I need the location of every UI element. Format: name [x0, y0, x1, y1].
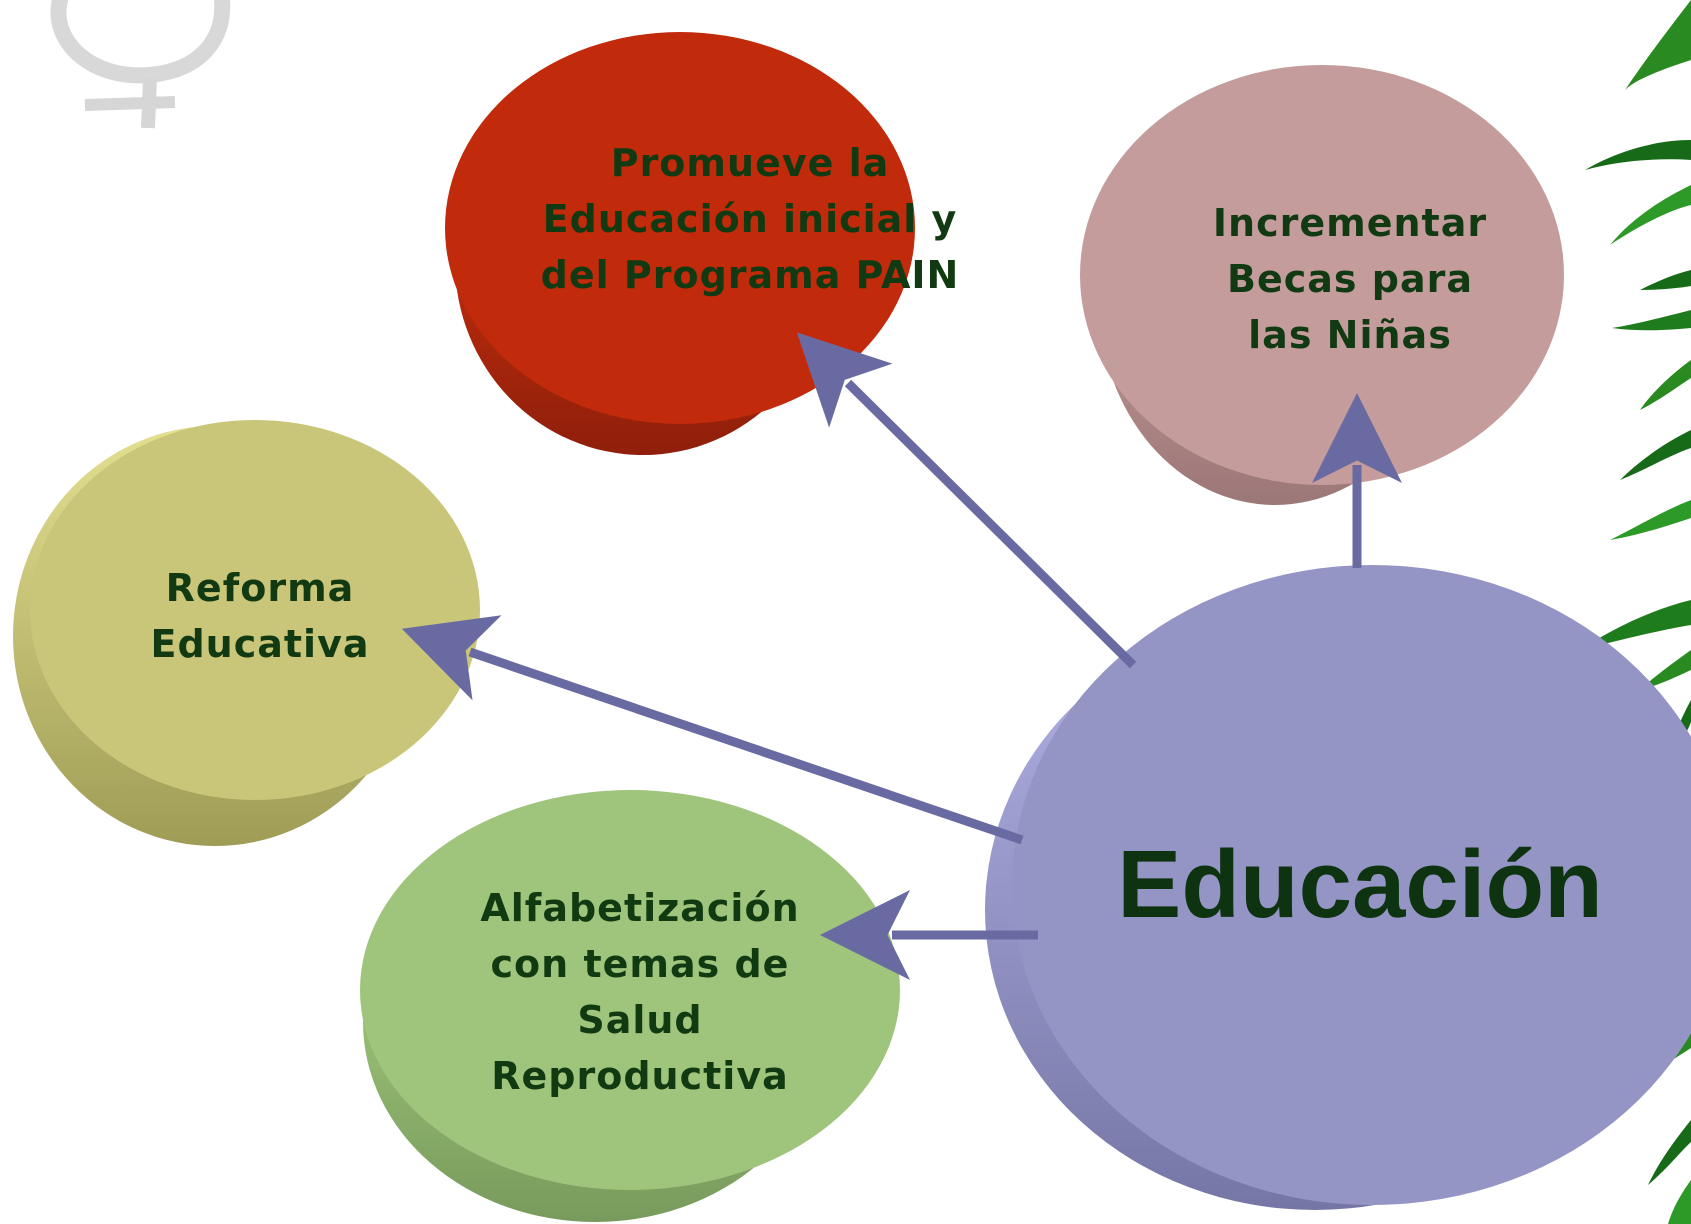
node-becas-shape [1080, 65, 1564, 485]
node-becas [1080, 65, 1564, 505]
node-reforma [13, 420, 480, 846]
node-becas-line: Incrementar [1212, 201, 1488, 245]
node-center-shape [1012, 565, 1691, 1205]
node-pain [445, 32, 915, 455]
node-pain-line: del Programa PAIN [540, 253, 960, 297]
node-alfabetizacion-line: Salud [577, 998, 703, 1042]
node-becas-label: Incrementar Becas para las Niñas [1150, 195, 1550, 363]
node-alfabetizacion [360, 790, 900, 1222]
node-pain-shape [445, 32, 915, 424]
node-pain-label: Promueve la Educación inicial y del Prog… [510, 135, 990, 303]
node-pain-line: Promueve la [610, 141, 890, 185]
center-label: Educación [1080, 825, 1640, 945]
node-alfabetizacion-line: con temas de [490, 942, 790, 986]
node-pain-line: Educación inicial y [542, 197, 958, 241]
node-alfabetizacion-line: Reproductiva [491, 1054, 789, 1098]
connectors [401, 332, 1402, 980]
node-reforma-line: Reforma [165, 566, 355, 610]
node-reforma-label: Reforma Educativa [110, 560, 410, 672]
node-center [985, 565, 1691, 1210]
node-reforma-line: Educativa [150, 622, 370, 666]
node-alfabetizacion-line: Alfabetización [480, 886, 800, 930]
node-alfabetizacion-shape [360, 790, 900, 1190]
node-becas-line: Becas para [1227, 257, 1473, 301]
arrow-to-reforma [401, 615, 1024, 845]
node-alfabetizacion-label: Alfabetización con temas de Salud Reprod… [460, 880, 820, 1104]
node-reforma-shape [30, 420, 480, 800]
center-label-text: Educación [1117, 831, 1603, 938]
node-becas-line: las Niñas [1248, 313, 1452, 357]
venus-symbol-icon [50, 0, 231, 129]
arrow-to-pain [796, 332, 1137, 669]
